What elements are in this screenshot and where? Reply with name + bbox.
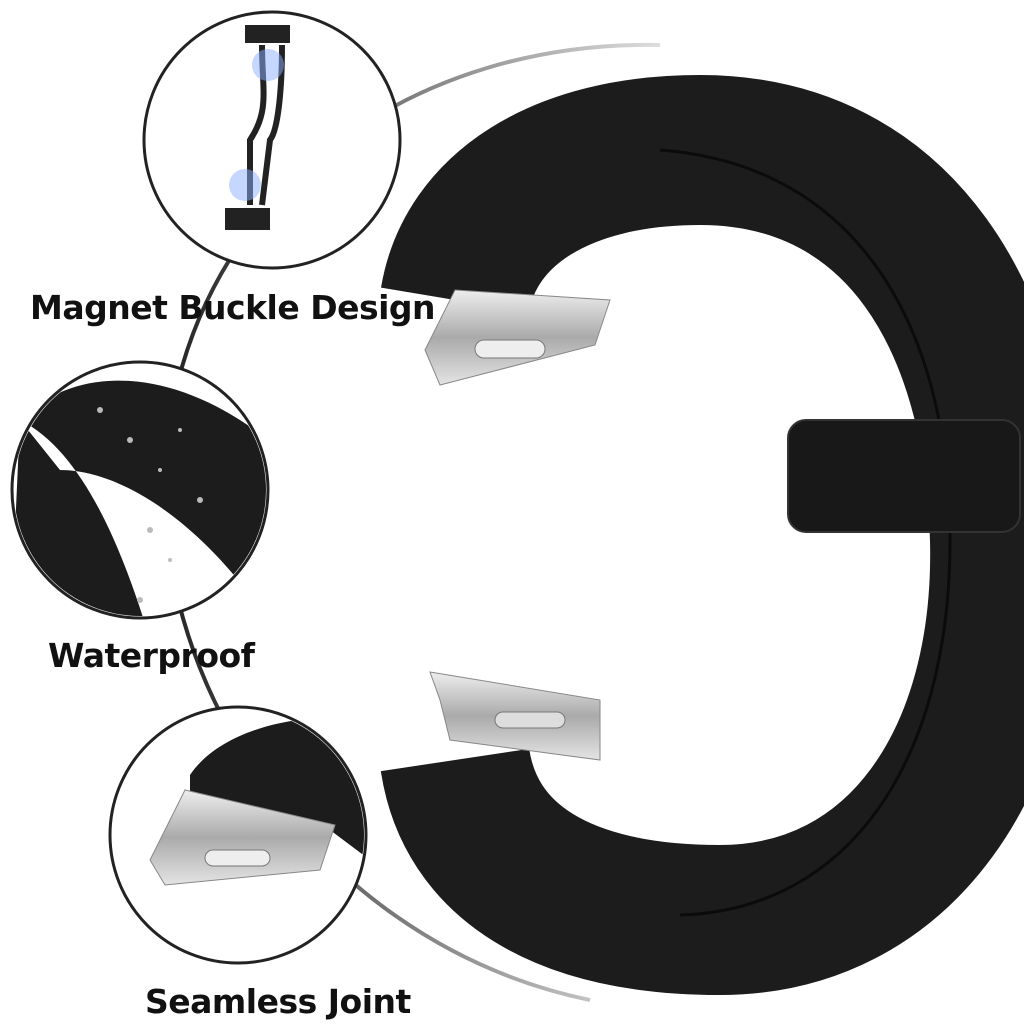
feature-label-magnet-buckle: Magnet Buckle Design <box>30 288 436 327</box>
feature-circle-waterproof <box>10 360 270 620</box>
feature-label-waterproof: Waterproof <box>48 636 255 675</box>
feature-label-seamless-joint: Seamless Joint <box>145 982 411 1021</box>
watch-band <box>380 74 1024 996</box>
upper-lug-connector <box>424 289 611 386</box>
magnetic-buckle <box>787 419 1021 533</box>
feature-circle-magnet <box>142 10 402 270</box>
feature-circle-joint <box>108 705 368 965</box>
